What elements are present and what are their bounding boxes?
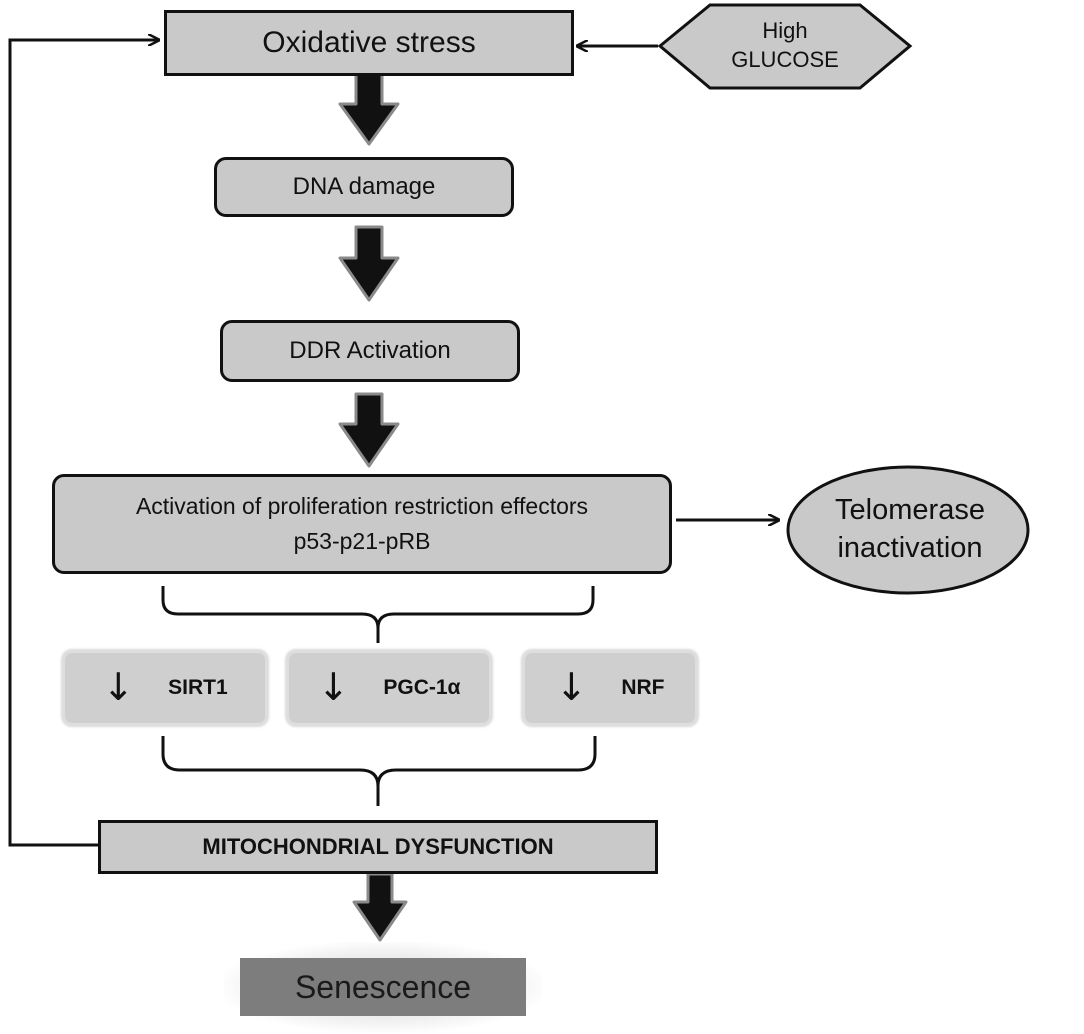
down-arrow-icon: ↓ <box>555 665 588 710</box>
proliferation-effectors-sublabel: p53-p21-pRB <box>293 528 431 554</box>
sirt1-label: SIRT1 <box>168 675 228 699</box>
mitochondrial-dysfunction-label: MITOCHONDRIAL DYSFUNCTION <box>202 834 554 860</box>
senescence-label: Senescence <box>294 969 472 1005</box>
proliferation-effectors-label: Activation of proliferation restriction … <box>135 493 589 520</box>
block-arrow-1 <box>338 72 400 146</box>
oxidative-stress-box: Oxidative stress <box>164 10 574 76</box>
dna-damage-box: DNA damage <box>214 157 514 217</box>
brace-top <box>161 586 595 643</box>
brace-bottom <box>161 736 597 806</box>
dna-damage-label: DNA damage <box>292 173 436 200</box>
senescence-box: Senescence <box>240 958 526 1016</box>
ddr-activation-label: DDR Activation <box>289 337 451 364</box>
mitochondrial-dysfunction-box: MITOCHONDRIAL DYSFUNCTION <box>98 820 658 874</box>
high-glucose-line-1: High <box>762 18 808 44</box>
telomerase-line-1: Telomerase <box>835 494 985 527</box>
block-arrow-2 <box>338 225 400 302</box>
pgc1a-box: ↓ PGC-1α <box>286 650 492 726</box>
telomerase-ellipse <box>786 465 1030 595</box>
ddr-activation-box: DDR Activation <box>220 320 520 382</box>
block-arrow-3 <box>338 392 400 468</box>
telomerase-line-2: inactivation <box>837 532 983 564</box>
down-arrow-icon: ↓ <box>102 665 135 710</box>
high-glucose-label: High GLUCOSE <box>660 4 910 88</box>
telomerase-label: Telomerase inactivation <box>790 465 1030 595</box>
high-glucose-line-2: GLUCOSE <box>731 47 839 72</box>
block-arrow-4 <box>352 872 408 942</box>
feedback-loop-arrow <box>8 40 158 847</box>
nrf-box: ↓ NRF <box>522 650 698 726</box>
sirt1-box: ↓ SIRT1 <box>62 650 268 726</box>
oxidative-stress-label: Oxidative stress <box>262 26 476 60</box>
nrf-label: NRF <box>621 675 665 699</box>
pgc1a-label: PGC-1α <box>383 675 461 699</box>
down-arrow-icon: ↓ <box>317 665 350 710</box>
high-glucose-hexagon <box>657 3 913 90</box>
proliferation-effectors-box: Activation of proliferation restriction … <box>52 474 672 574</box>
